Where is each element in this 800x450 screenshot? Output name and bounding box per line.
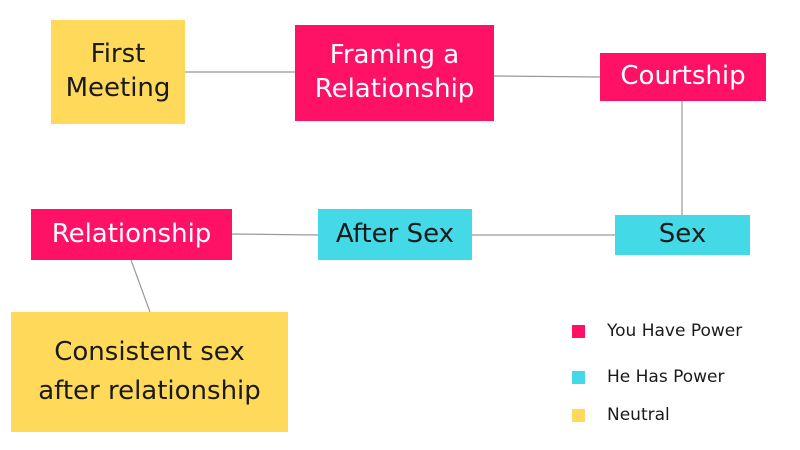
legend-swatch-cyan xyxy=(572,370,585,384)
node-consistent-line1: Consistent sex xyxy=(54,337,245,367)
node-relationship-label: Relationship xyxy=(51,218,212,249)
legend-label-he-has-power: He Has Power xyxy=(607,367,725,387)
node-after-sex: After Sex xyxy=(318,209,472,260)
node-consistent-sex: Consistent sex after relationship xyxy=(11,312,288,432)
node-courtship: Courtship xyxy=(600,53,766,101)
node-first-meeting-line2: Meeting xyxy=(65,73,171,103)
node-framing-line2: Relationship xyxy=(314,74,475,104)
edge-framing-to-courtship xyxy=(493,75,601,78)
node-sex-label: Sex xyxy=(658,219,707,250)
edge-relationship-to-consistent xyxy=(130,259,151,313)
node-first-meeting: First Meeting xyxy=(51,20,185,124)
node-framing-a-relationship: Framing a Relationship xyxy=(295,25,494,121)
node-consistent-line2: after relationship xyxy=(38,376,261,406)
edge-after-sex-to-relationship xyxy=(231,233,319,236)
node-after-sex-label: After Sex xyxy=(335,218,455,249)
legend-swatch-yellow xyxy=(572,408,585,422)
legend-item-neutral: Neutral xyxy=(572,405,670,425)
node-courtship-label: Courtship xyxy=(620,61,746,92)
node-first-meeting-line1: First xyxy=(90,39,146,70)
legend-label-you-have-power: You Have Power xyxy=(607,321,743,341)
legend-item-you-have-power: You Have Power xyxy=(572,321,742,341)
legend-swatch-pink xyxy=(572,324,585,338)
node-relationship: Relationship xyxy=(31,209,232,260)
legend-label-neutral: Neutral xyxy=(607,405,670,425)
node-sex: Sex xyxy=(615,215,750,255)
legend-item-he-has-power: He Has Power xyxy=(572,367,725,387)
node-framing-line1: Framing a xyxy=(329,40,460,71)
